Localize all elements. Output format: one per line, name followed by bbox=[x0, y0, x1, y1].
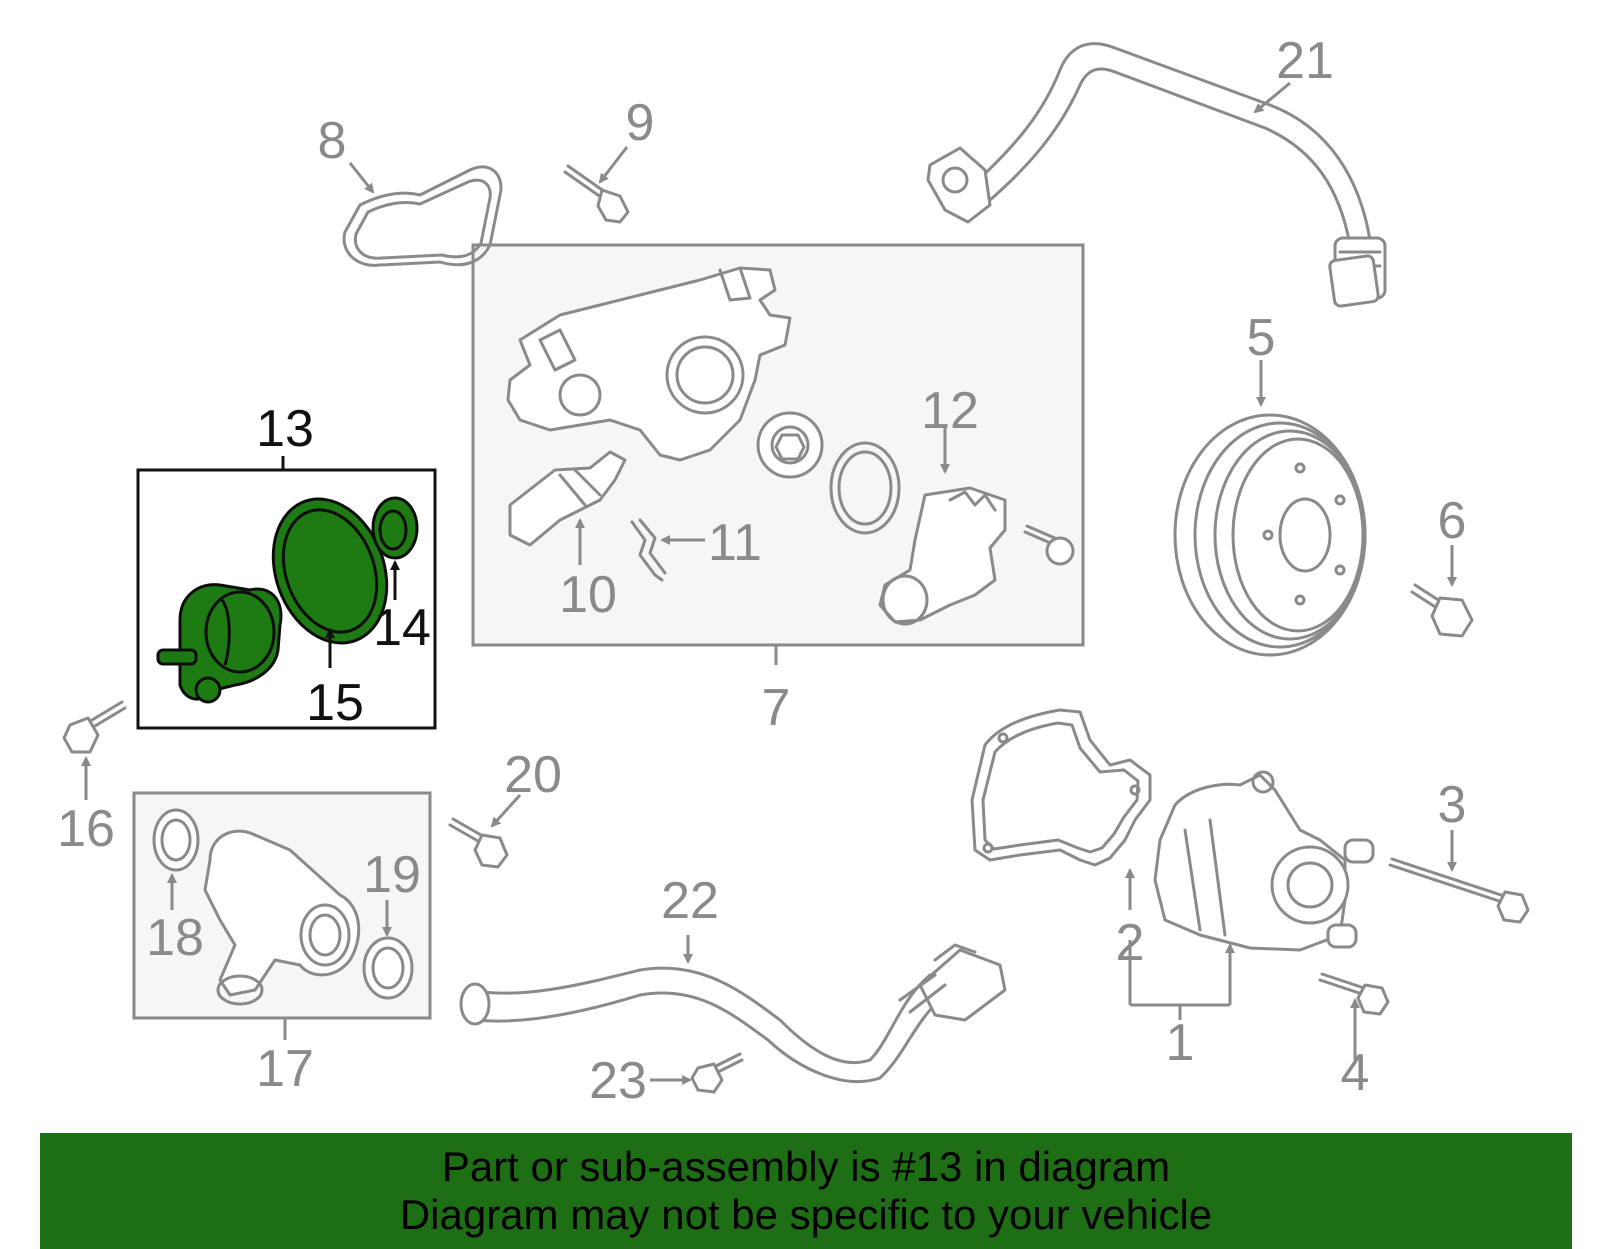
thermostat-seal-ring bbox=[829, 441, 901, 535]
callout-18: 18 bbox=[146, 909, 204, 967]
gasket-part-8 bbox=[342, 165, 503, 267]
bolt-part-9 bbox=[563, 164, 630, 224]
bolt-part-16 bbox=[62, 700, 127, 754]
seal-part-14 bbox=[371, 496, 419, 560]
callout-3: 3 bbox=[1438, 776, 1467, 834]
seal-part-18 bbox=[152, 808, 200, 872]
sensor-part-10 bbox=[508, 450, 627, 547]
callout-20: 20 bbox=[504, 746, 562, 804]
bolt-part-12b bbox=[1023, 524, 1075, 566]
callout-11: 11 bbox=[708, 514, 762, 572]
outlet-part-12 bbox=[878, 486, 1007, 626]
hose-part-22 bbox=[459, 943, 1007, 1083]
callout-21: 21 bbox=[1276, 32, 1334, 90]
callout-17: 17 bbox=[256, 1040, 314, 1098]
callout-14: 14 bbox=[373, 599, 431, 657]
callout-7: 7 bbox=[762, 679, 791, 737]
callout-19: 19 bbox=[363, 846, 421, 904]
banner-line-1: Part or sub-assembly is #13 in diagram bbox=[441, 1143, 1171, 1190]
water-outlet-part-17 bbox=[203, 829, 361, 1006]
callout-22: 22 bbox=[661, 872, 719, 930]
thermostat-housing-part-7 bbox=[506, 266, 792, 462]
callout-15: 15 bbox=[306, 674, 364, 732]
clip-part-11 bbox=[630, 518, 667, 582]
callout-5: 5 bbox=[1247, 309, 1276, 367]
callout-23: 23 bbox=[589, 1052, 647, 1110]
bolt-part-20 bbox=[448, 817, 509, 869]
thermostat-part bbox=[756, 411, 824, 479]
callout-8: 8 bbox=[318, 112, 347, 170]
callout-6: 6 bbox=[1438, 492, 1467, 550]
callout-13: 13 bbox=[256, 400, 314, 458]
callout-9: 9 bbox=[626, 94, 655, 152]
callout-4: 4 bbox=[1341, 1044, 1370, 1102]
banner-line-2: Diagram may not be specific to your vehi… bbox=[399, 1191, 1213, 1238]
thermostat-assembly-part-13 bbox=[156, 583, 283, 704]
bolt-part-3 bbox=[1388, 857, 1530, 924]
hose-part-21 bbox=[926, 42, 1387, 308]
gasket-part-15 bbox=[271, 497, 389, 645]
seal-part-19 bbox=[362, 936, 414, 1000]
bolt-part-6 bbox=[1410, 583, 1474, 638]
notice-banner: Part or sub-assembly is #13 in diagram D… bbox=[40, 1133, 1572, 1249]
callout-1: 1 bbox=[1166, 1014, 1195, 1072]
pulley-part-5 bbox=[1173, 413, 1367, 657]
leader-lines bbox=[81, 81, 1457, 1085]
callout-16: 16 bbox=[57, 800, 115, 858]
callout-10: 10 bbox=[559, 566, 617, 624]
gasket-part-2 bbox=[970, 708, 1152, 867]
bolt-part-23 bbox=[690, 1052, 744, 1094]
callout-12: 12 bbox=[921, 382, 979, 440]
callout-labels: 1 2 3 4 5 6 7 8 9 10 11 12 13 14 15 16 1… bbox=[57, 32, 1466, 1110]
callout-2: 2 bbox=[1116, 914, 1145, 972]
water-pump-part-1 bbox=[1153, 770, 1375, 952]
